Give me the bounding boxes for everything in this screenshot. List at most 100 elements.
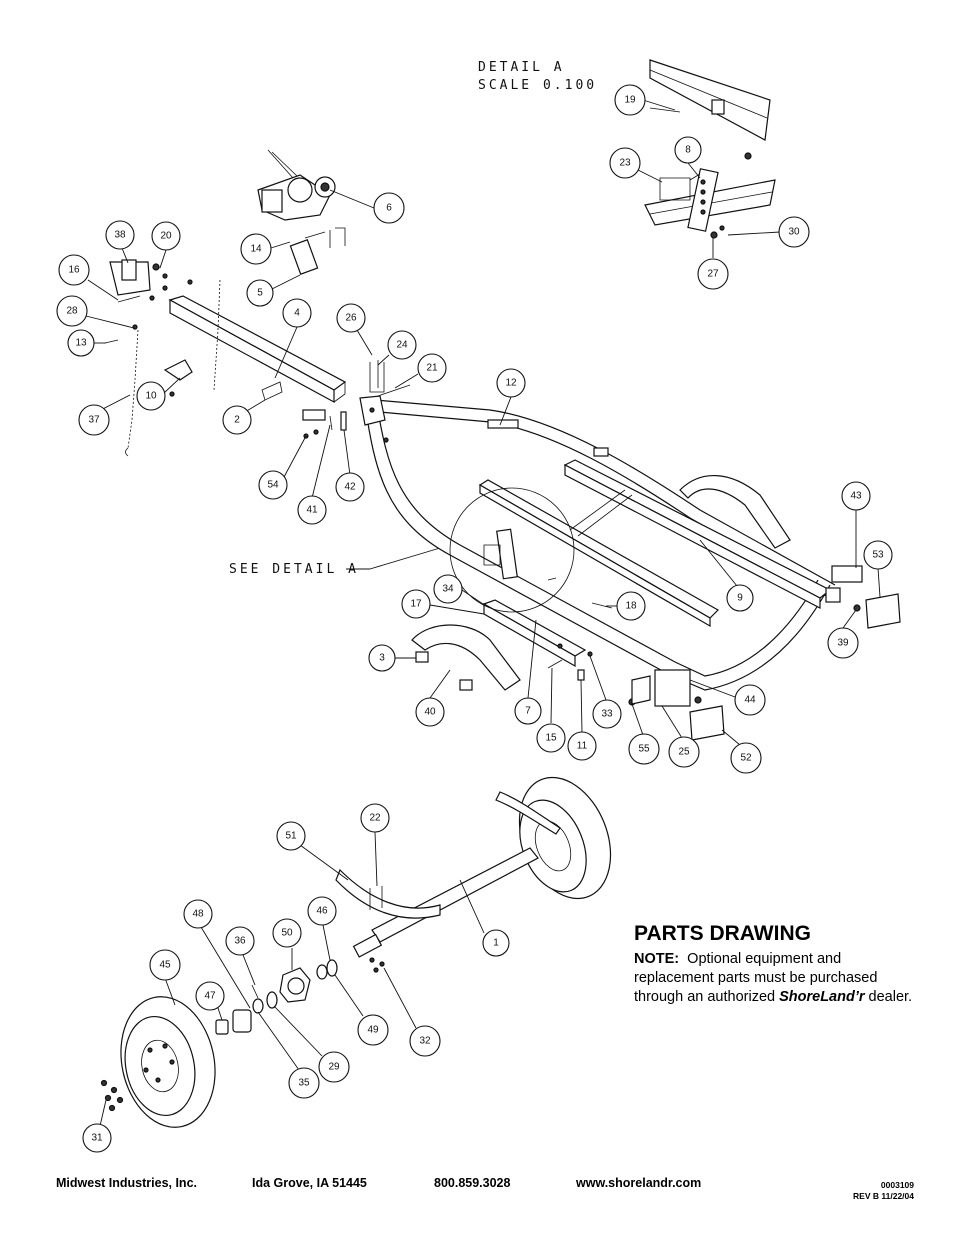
svg-text:25: 25 [678,747,690,758]
svg-text:38: 38 [114,230,126,241]
svg-text:2: 2 [234,415,240,426]
svg-text:42: 42 [344,482,356,493]
note-text-1: Optional equipment and replacement parts… [634,951,878,1005]
svg-text:8: 8 [685,145,691,156]
svg-text:45: 45 [159,960,171,971]
callout-39: 39 [827,627,859,659]
svg-text:50: 50 [281,928,293,939]
callout-30: 30 [778,216,810,248]
callout-38: 38 [105,220,135,250]
callout-16: 16 [58,254,90,286]
svg-text:49: 49 [367,1025,379,1036]
svg-text:32: 32 [419,1036,431,1047]
svg-text:24: 24 [396,340,408,351]
callout-32: 32 [409,1025,441,1057]
document-number: 0003109 [880,1180,914,1190]
callout-26: 26 [336,303,366,333]
svg-text:48: 48 [192,909,204,920]
svg-text:27: 27 [707,269,719,280]
callout-54: 54 [258,470,288,500]
svg-text:53: 53 [872,550,884,561]
callout-40: 40 [415,697,445,727]
document-number-block: 0003109 REV B 11/22/04 [828,1180,914,1202]
brand-name: ShoreLand’r [779,989,865,1005]
svg-text:39: 39 [837,638,849,649]
svg-text:9: 9 [737,593,743,604]
detail-a-scale: SCALE 0.100 [478,78,597,93]
svg-text:41: 41 [306,505,318,516]
parts-drawing-title: PARTS DRAWING [634,922,811,945]
callout-55: 55 [628,733,660,765]
detail-a-assembly [644,59,776,239]
callout-4: 4 [282,298,312,328]
svg-text:16: 16 [68,265,80,276]
svg-text:40: 40 [424,707,436,718]
winch-assembly [257,149,346,275]
svg-text:19: 19 [624,95,636,106]
svg-text:31: 31 [91,1133,103,1144]
callout-5: 5 [246,279,274,307]
callout-12: 12 [496,368,526,398]
callout-13: 13 [67,329,95,357]
svg-text:47: 47 [204,991,216,1002]
svg-text:33: 33 [601,709,613,720]
callout-35: 35 [288,1067,320,1099]
callout-34: 34 [433,574,463,604]
callout-1: 1 [482,929,510,957]
svg-text:3: 3 [379,653,385,664]
trailer-frame [359,395,901,741]
svg-text:36: 36 [234,936,246,947]
callout-14: 14 [240,233,272,265]
callout-33: 33 [592,699,622,729]
note-text-2: dealer. [868,989,913,1005]
callout-10: 10 [136,381,166,411]
detail-a-title: DETAIL A [478,60,565,75]
callout-48: 48 [183,899,213,929]
callout-6: 6 [373,192,405,224]
svg-text:37: 37 [88,415,100,426]
see-detail-a-label: SEE DETAIL A [229,562,359,577]
callout-42: 42 [335,472,365,502]
callout-9: 9 [726,584,754,612]
callout-51: 51 [276,821,306,851]
svg-text:20: 20 [160,231,172,242]
callout-18: 18 [616,591,646,621]
footer-website[interactable]: www.shorelandr.com [576,1176,702,1190]
svg-text:13: 13 [75,338,87,349]
hub-wheel-assembly [100,959,338,1128]
callout-27: 27 [697,258,729,290]
svg-text:34: 34 [442,584,454,595]
svg-text:55: 55 [638,744,650,755]
callout-46: 46 [307,896,337,926]
svg-text:35: 35 [298,1078,310,1089]
svg-text:10: 10 [145,391,157,402]
footer-company: Midwest Industries, Inc. [56,1176,197,1190]
callout-53: 53 [863,540,893,570]
footer-phone: 800.859.3028 [434,1176,511,1190]
callout-52: 52 [730,742,762,774]
callout-15: 15 [536,723,566,753]
callout-3: 3 [368,644,396,672]
svg-text:21: 21 [426,363,438,374]
svg-text:7: 7 [525,706,531,717]
svg-text:29: 29 [328,1062,340,1073]
callout-36: 36 [225,926,255,956]
svg-text:51: 51 [285,831,297,842]
callout-50: 50 [272,918,302,948]
svg-text:22: 22 [369,813,381,824]
axle-assembly [335,776,612,973]
parts-drawing-title-block: PARTS DRAWING NOTE: Optional equipment a… [634,922,924,1007]
leader-lines [85,99,881,1127]
callout-25: 25 [668,736,700,768]
svg-text:17: 17 [410,599,422,610]
note-label: NOTE: [634,951,680,967]
callout-37: 37 [78,404,110,436]
svg-text:28: 28 [66,306,78,317]
svg-text:43: 43 [850,491,862,502]
svg-text:5: 5 [257,288,263,299]
svg-text:18: 18 [625,601,637,612]
callout-47: 47 [195,981,225,1011]
callout-8: 8 [674,136,702,164]
callout-24: 24 [387,330,417,360]
